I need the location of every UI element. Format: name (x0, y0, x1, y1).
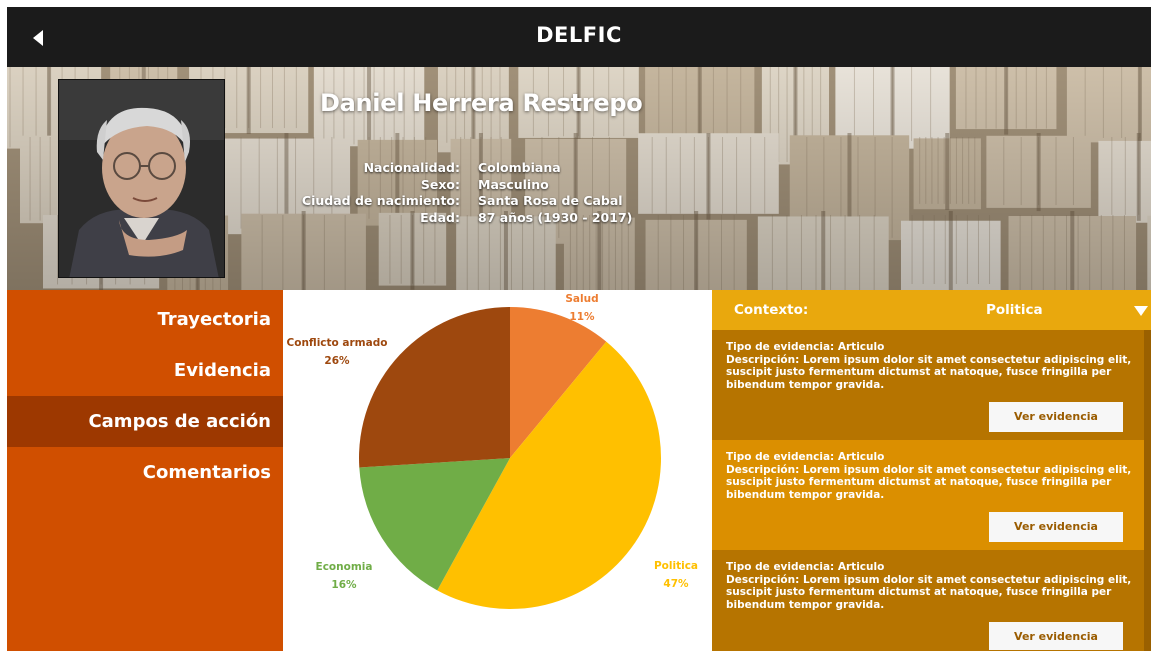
field-value-sex: Masculino (478, 176, 549, 192)
evidence-card: Tipo de evidencia: Articulo Descripción:… (712, 550, 1144, 651)
profile-header: Daniel Herrera Restrepo Nacionalidad: Se… (7, 67, 1151, 290)
nav-item-comentarios[interactable]: Comentarios (142, 462, 271, 483)
evidence-description: Descripción: Lorem ipsum dolor sit amet … (726, 573, 1132, 611)
back-button[interactable] (29, 28, 49, 48)
view-evidence-button[interactable]: Ver evidencia (989, 512, 1123, 542)
nav-item-trayectoria[interactable]: Trayectoria (157, 309, 271, 330)
evidence-type: Tipo de evidencia: Articulo (726, 341, 885, 353)
field-value-birth-city: Santa Rosa de Cabal (478, 193, 623, 208)
pie-percent-label: 47% (663, 578, 689, 590)
section-nav: Trayectoria Evidencia Campos de acción C… (7, 290, 283, 651)
evidence-card: Tipo de evidencia: Articulo Descripción:… (712, 440, 1144, 550)
arrow-left-icon (33, 30, 43, 46)
pie-label: Salud (565, 293, 598, 305)
profile-field-values: Colombiana Masculino Santa Rosa de Cabal… (478, 160, 632, 226)
pie-slice-conflicto-armado (359, 307, 510, 468)
pie-chart: Salud 11% Politica 47% Economia 16% Conflicto … (287, 293, 698, 609)
evidence-scrollbar[interactable] (1144, 330, 1151, 651)
view-evidence-button[interactable]: Ver evidencia (989, 402, 1123, 432)
evidence-type: Tipo de evidencia: Articulo (726, 451, 885, 463)
evidence-description: Descripción: Lorem ipsum dolor sit amet … (726, 353, 1132, 391)
pie-label: Conflicto armado (287, 337, 388, 349)
pie-slice-politica (437, 341, 662, 609)
evidence-type: Tipo de evidencia: Articulo (726, 561, 885, 573)
pie-label: Economia (316, 561, 373, 573)
person-photo (58, 79, 225, 278)
field-label-nationality: Nacionalidad: (363, 160, 460, 175)
pie-percent-label: 11% (569, 311, 595, 323)
pie-slice-salud (510, 307, 607, 458)
field-label-sex: Sexo: (420, 176, 460, 192)
top-bar: DELFIC (7, 7, 1151, 67)
field-label-birth-city: Ciudad de nacimiento: (301, 193, 460, 208)
field-value-nationality: Colombiana (478, 160, 561, 175)
context-selected-value[interactable]: Politica (986, 302, 1043, 318)
nav-item-evidencia[interactable]: Evidencia (173, 360, 271, 381)
pie-percent-label: 16% (331, 579, 357, 591)
view-evidence-button[interactable]: Ver evidencia (989, 622, 1123, 650)
context-selector[interactable]: Contexto: Politica (712, 290, 1151, 330)
nav-item-campos-de-accion[interactable]: Campos de acción (7, 396, 283, 447)
fields-of-action-chart: Salud 11% Politica 47% Economia 16% Conflicto … (283, 290, 712, 651)
pie-slice-economia (359, 458, 510, 591)
field-value-age: 87 años (1930 - 2017) (478, 209, 633, 225)
field-label-age: Edad: (420, 209, 460, 225)
pie-label: Politica (654, 560, 698, 572)
triangle-down-icon[interactable] (1133, 305, 1149, 321)
context-label: Contexto: (734, 302, 809, 318)
evidence-card: Tipo de evidencia: Articulo Descripción:… (712, 330, 1144, 440)
evidence-description: Descripción: Lorem ipsum dolor sit amet … (726, 463, 1132, 501)
pie-percent-label: 26% (324, 355, 350, 367)
app-title: DELFIC (536, 23, 622, 47)
person-name: Daniel Herrera Restrepo (320, 89, 643, 117)
profile-field-labels: Nacionalidad: Sexo: Ciudad de nacimiento… (302, 160, 460, 226)
evidence-panel: Contexto: Politica Tipo de evidencia: Ar… (712, 290, 1151, 651)
